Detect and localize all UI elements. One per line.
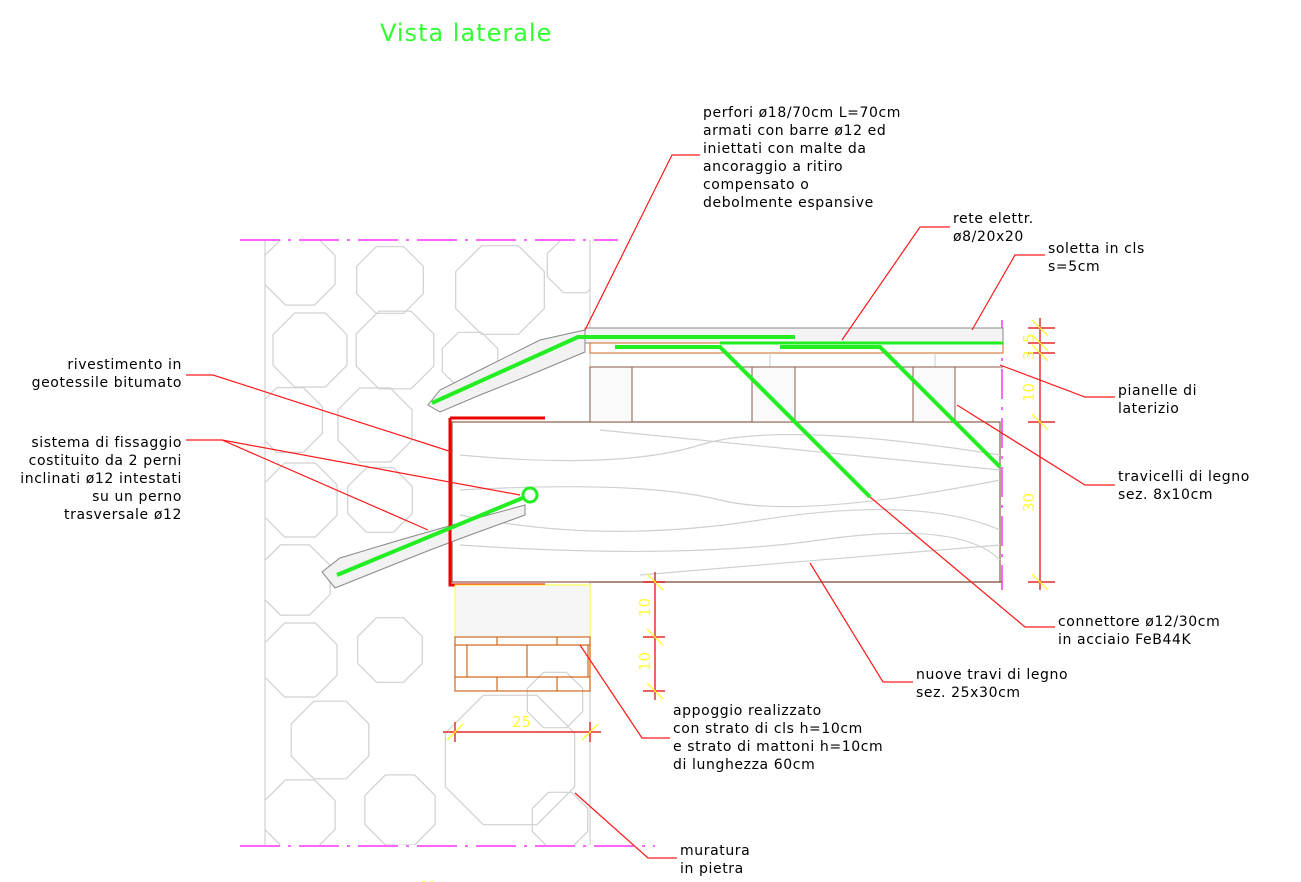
- stone: [265, 622, 338, 698]
- label-sistema: costituito da 2 perni: [29, 453, 182, 469]
- stone: [355, 310, 435, 390]
- stone: [444, 694, 576, 826]
- stone: [265, 462, 338, 538]
- label-soletta: soletta in cls: [1048, 241, 1145, 257]
- reinforcement-bars: [336, 335, 1003, 577]
- label-pianelle: pianelle di: [1118, 383, 1197, 399]
- label-rete: ø8/20x20: [953, 229, 1024, 245]
- dim-cls: 10: [636, 598, 654, 617]
- stone: [272, 312, 348, 388]
- drawing-title: Vista laterale: [380, 19, 552, 47]
- label-appoggio: e strato di mattoni h=10cm: [673, 739, 883, 755]
- wood-grain: [459, 429, 1001, 576]
- annotation-labels: perfori ø18/70cm L=70cm armati con barre …: [20, 105, 1250, 877]
- stone: [356, 246, 424, 314]
- label-travicelli: sez. 8x10cm: [1118, 487, 1213, 503]
- stone: [265, 544, 331, 616]
- label-pianelle: laterizio: [1118, 401, 1179, 417]
- label-travicelli: travicelli di legno: [1118, 469, 1250, 485]
- stone: [265, 240, 336, 306]
- label-nuove-travi: sez. 25x30cm: [916, 685, 1021, 701]
- label-muratura: muratura: [680, 843, 750, 859]
- cls-layer: [454, 584, 591, 638]
- dim-joists: 10: [1020, 383, 1038, 402]
- stone: [455, 245, 545, 335]
- label-perfori: perfori ø18/70cm L=70cm: [703, 105, 901, 121]
- label-sistema: sistema di fissaggio: [31, 435, 182, 451]
- label-sistema: inclinati ø12 intestati: [20, 471, 182, 487]
- label-rivestimento: rivestimento in: [67, 357, 182, 373]
- label-sistema: trasversale ø12: [64, 507, 182, 523]
- label-perfori: compensato o: [703, 177, 809, 193]
- leader-lines: [186, 154, 1115, 859]
- stone: [526, 671, 584, 729]
- label-perfori: debolmente espansive: [703, 195, 874, 211]
- stone: [347, 467, 413, 533]
- grouted-borehole-bottom: [321, 504, 526, 589]
- dimension-support: 10 10 25 60: [418, 572, 665, 882]
- label-appoggio: appoggio realizzato: [673, 703, 822, 719]
- new-wood-beam: [451, 421, 1001, 583]
- label-muratura: in pietra: [680, 861, 744, 877]
- label-connettore: connettore ø12/30cm: [1058, 614, 1220, 630]
- label-rete: rete elettr.: [953, 211, 1034, 227]
- transverse-pin: [521, 486, 539, 504]
- stone: [265, 387, 323, 453]
- dim-beam: 30: [1020, 493, 1038, 512]
- dim-wall: 60: [418, 878, 437, 882]
- dimension-right: 5 3 10 30: [1020, 318, 1055, 591]
- dim-slab: 5: [1020, 333, 1038, 343]
- stone-wall-hatch: [265, 240, 590, 845]
- label-perfori: ancoraggio a ritiro: [703, 159, 843, 175]
- label-sistema: su un perno: [92, 489, 182, 505]
- label-nuove-travi: nuove travi di legno: [916, 667, 1068, 683]
- wood-joists: [589, 366, 956, 423]
- stone: [364, 774, 436, 845]
- stone: [337, 387, 413, 463]
- stone: [546, 240, 590, 294]
- stone: [357, 617, 423, 683]
- stone: [265, 779, 336, 845]
- label-connettore: in acciaio FeB44K: [1058, 632, 1191, 648]
- dim-support-length: 25: [512, 713, 531, 731]
- dim-brick: 10: [636, 652, 654, 671]
- stone: [290, 700, 370, 780]
- dim-tiles: 3: [1020, 350, 1038, 360]
- label-perfori: armati con barre ø12 ed: [703, 123, 886, 139]
- label-perfori: iniettati con malte da: [703, 141, 867, 157]
- label-soletta: s=5cm: [1048, 259, 1100, 275]
- brick-layer: [454, 636, 591, 692]
- label-rivestimento: geotessile bitumato: [32, 375, 182, 391]
- label-appoggio: di lunghezza 60cm: [673, 757, 815, 773]
- label-appoggio: con strato di cls h=10cm: [673, 721, 863, 737]
- stone: [531, 791, 589, 845]
